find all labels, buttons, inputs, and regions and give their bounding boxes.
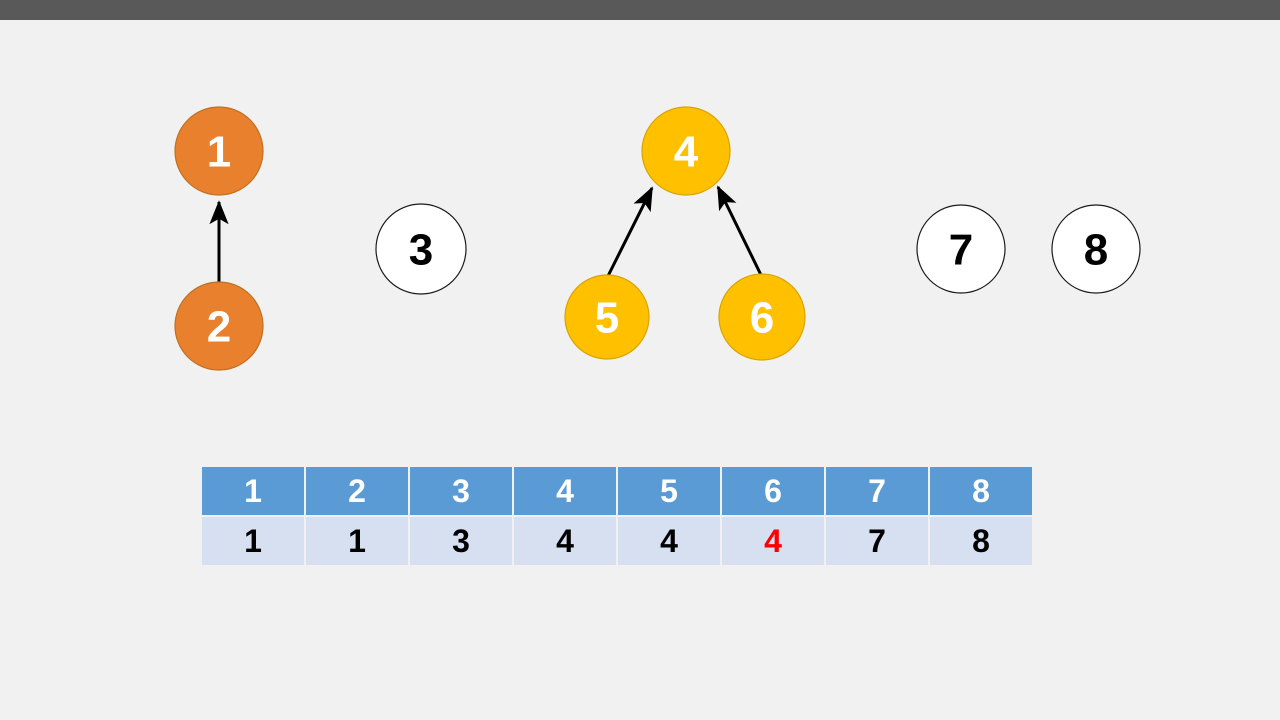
graph-node-circle-3 [375,203,467,295]
graph-node-circle-2 [174,281,264,371]
array-value-cell-2: 1 [306,517,408,565]
array-value-cell-6: 4 [722,517,824,565]
graph-node-circle-4 [641,106,731,196]
array-index-cell-4: 4 [514,467,616,515]
array-index-cell-7: 7 [826,467,928,515]
array-index-cell-5: 5 [618,467,720,515]
array-index-cell-3: 3 [410,467,512,515]
graph-node-3[interactable]: 3 [375,203,467,295]
array-index-cell-1: 1 [202,467,304,515]
graph-node-circle-5 [564,274,650,360]
array-index-cell-2: 2 [306,467,408,515]
array-index-cell-6: 6 [722,467,824,515]
array-value-cell-7: 7 [826,517,928,565]
array-index-cell-8: 8 [930,467,1032,515]
graph-node-8[interactable]: 8 [1051,204,1141,294]
graph-node-5[interactable]: 5 [564,274,650,360]
array-value-cell-4: 4 [514,517,616,565]
graph-node-4[interactable]: 4 [641,106,731,196]
graph-node-1[interactable]: 1 [174,106,264,196]
array-value-cell-5: 4 [618,517,720,565]
graph-node-2[interactable]: 2 [174,281,264,371]
graph-edge-5-to-4 [606,186,654,277]
graph-node-circle-8 [1051,204,1141,294]
edges-layer [209,185,763,282]
array-value-cell-3: 3 [410,517,512,565]
graph-edge-6-to-4 [716,185,763,276]
array-value-cell-1: 1 [202,517,304,565]
array-value-cell-8: 8 [930,517,1032,565]
title-bar [0,0,1280,20]
graph-node-circle-1 [174,106,264,196]
graph-node-circle-6 [718,273,806,361]
graph-node-7[interactable]: 7 [916,204,1006,294]
graph-node-6[interactable]: 6 [718,273,806,361]
graph-node-circle-7 [916,204,1006,294]
